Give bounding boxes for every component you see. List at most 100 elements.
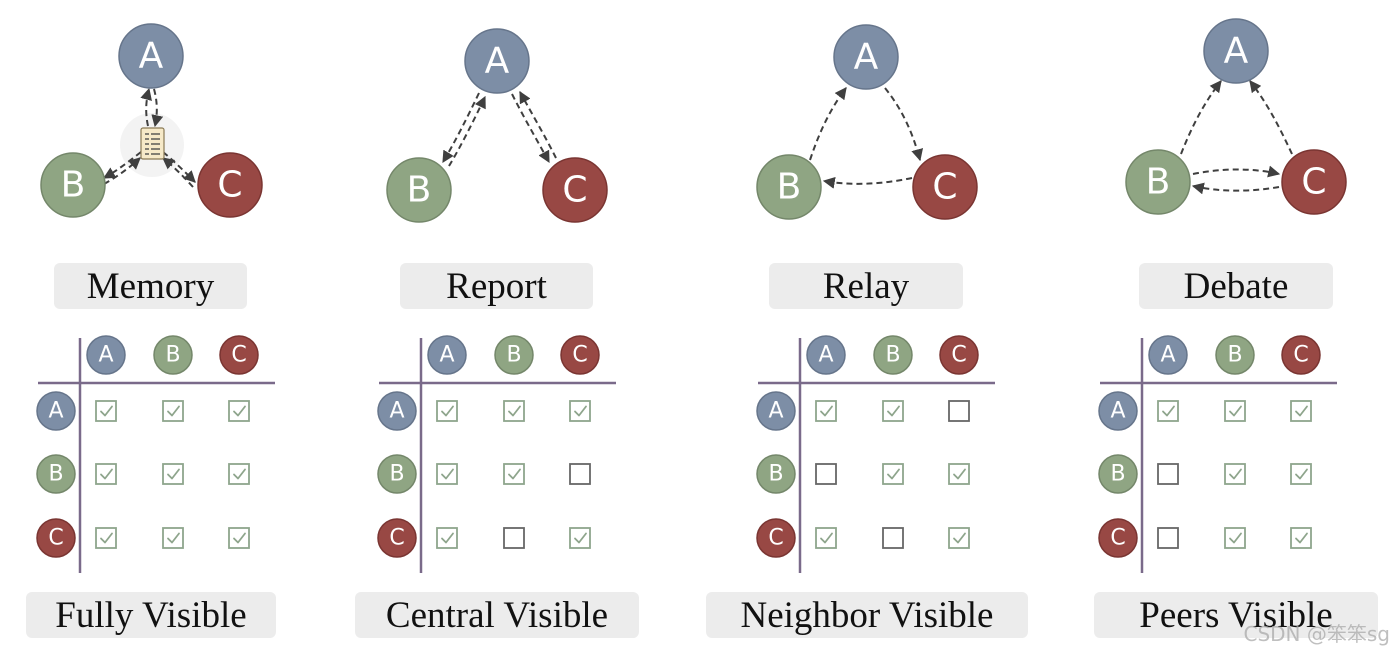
visibility-label: Neighbor Visible: [706, 592, 1028, 638]
checked-box-icon: [95, 527, 117, 549]
matrix-row-header-c: C: [756, 518, 796, 558]
checked-box-icon: [95, 400, 117, 422]
checked-box-icon: [569, 400, 591, 422]
empty-box-icon: [882, 527, 904, 549]
empty-box-icon: [569, 463, 591, 485]
node-a: A: [118, 23, 184, 89]
matrix-row-header-a: A: [36, 391, 76, 431]
svg-text:B: B: [506, 343, 521, 368]
node-a: A: [1203, 18, 1269, 84]
node-b: B: [756, 154, 822, 220]
graph-relay: A B C: [756, 24, 978, 220]
checked-box-icon: [815, 527, 837, 549]
svg-text:B: B: [1146, 162, 1171, 203]
checked-box-icon: [228, 527, 250, 549]
svg-text:C: C: [768, 526, 783, 551]
svg-text:A: A: [1110, 399, 1125, 424]
watermark: CSDN @笨笨sg: [1243, 622, 1391, 646]
checked-box-icon: [436, 527, 458, 549]
svg-text:B: B: [885, 343, 900, 368]
svg-text:B: B: [768, 462, 783, 487]
checked-box-icon: [95, 463, 117, 485]
svg-text:B: B: [48, 462, 63, 487]
svg-text:A: A: [389, 399, 404, 424]
matrix-row-header-a: A: [1098, 391, 1138, 431]
empty-box-icon: [1157, 527, 1179, 549]
checked-box-icon: [1290, 463, 1312, 485]
svg-text:B: B: [407, 170, 432, 211]
checked-box-icon: [436, 463, 458, 485]
checked-box-icon: [228, 463, 250, 485]
visibility-label: Peers Visible: [1094, 592, 1378, 638]
svg-text:C: C: [231, 343, 246, 368]
edge-b-a: [1180, 80, 1222, 155]
edge-a-c: [884, 87, 924, 162]
matrix-col-header-a: A: [806, 335, 846, 375]
checked-box-icon: [1157, 400, 1179, 422]
matrix-col-header-b: B: [1215, 335, 1255, 375]
checked-box-icon: [1224, 463, 1246, 485]
checked-box-icon: [569, 527, 591, 549]
node-c: C: [1281, 149, 1347, 215]
svg-text:A: A: [98, 343, 113, 368]
svg-text:A: A: [48, 399, 63, 424]
svg-text:A: A: [139, 36, 164, 77]
node-a: A: [464, 28, 530, 94]
node-c: C: [542, 157, 608, 223]
graph-debate: A B C: [1125, 18, 1347, 215]
matrix-row-header-b: B: [377, 454, 417, 494]
node-b: B: [1125, 149, 1191, 215]
visibility-label: Central Visible: [355, 592, 639, 638]
edge-c-a: [519, 90, 557, 159]
matrix-row-header-c: C: [377, 518, 417, 558]
svg-text:A: A: [1224, 31, 1249, 72]
edge-a-memory: [151, 88, 164, 128]
pattern-label: Relay: [769, 263, 963, 309]
svg-text:B: B: [777, 167, 802, 208]
node-b: B: [386, 157, 452, 223]
checked-box-icon: [882, 463, 904, 485]
svg-text:B: B: [1110, 462, 1125, 487]
pattern-label: Memory: [54, 263, 247, 309]
checked-box-icon: [503, 463, 525, 485]
checked-box-icon: [882, 400, 904, 422]
svg-text:A: A: [1160, 343, 1175, 368]
node-a: A: [833, 24, 899, 90]
visibility-label: Fully Visible: [26, 592, 276, 638]
svg-text:C: C: [951, 343, 966, 368]
svg-text:B: B: [165, 343, 180, 368]
memory-document-icon: [140, 127, 165, 160]
node-b: B: [40, 152, 106, 218]
svg-text:C: C: [932, 167, 957, 208]
edge-a-b: [442, 92, 480, 164]
svg-text:B: B: [1227, 343, 1242, 368]
matrix-col-header-b: B: [873, 335, 913, 375]
edge-b-a: [809, 87, 847, 161]
checked-box-icon: [815, 400, 837, 422]
edge-c-b: [1191, 182, 1280, 195]
checked-box-icon: [948, 527, 970, 549]
matrix-col-header-c: C: [939, 335, 979, 375]
edge-memory-b: [102, 151, 142, 179]
empty-box-icon: [815, 463, 837, 485]
matrix-row-header-c: C: [1098, 518, 1138, 558]
checked-box-icon: [1224, 527, 1246, 549]
edge-memory-a: [140, 87, 152, 127]
matrix-col-header-c: C: [560, 335, 600, 375]
svg-text:C: C: [48, 526, 63, 551]
matrix-col-header-a: A: [427, 335, 467, 375]
svg-text:A: A: [854, 37, 879, 78]
svg-text:A: A: [485, 41, 510, 82]
svg-text:C: C: [389, 526, 404, 551]
empty-box-icon: [1157, 463, 1179, 485]
checked-box-icon: [948, 463, 970, 485]
edge-b-a: [448, 95, 486, 167]
visibility-matrix-relay: A B C A B C: [756, 335, 995, 573]
svg-text:B: B: [389, 462, 404, 487]
svg-text:A: A: [768, 399, 783, 424]
edge-c-b: [822, 176, 913, 189]
